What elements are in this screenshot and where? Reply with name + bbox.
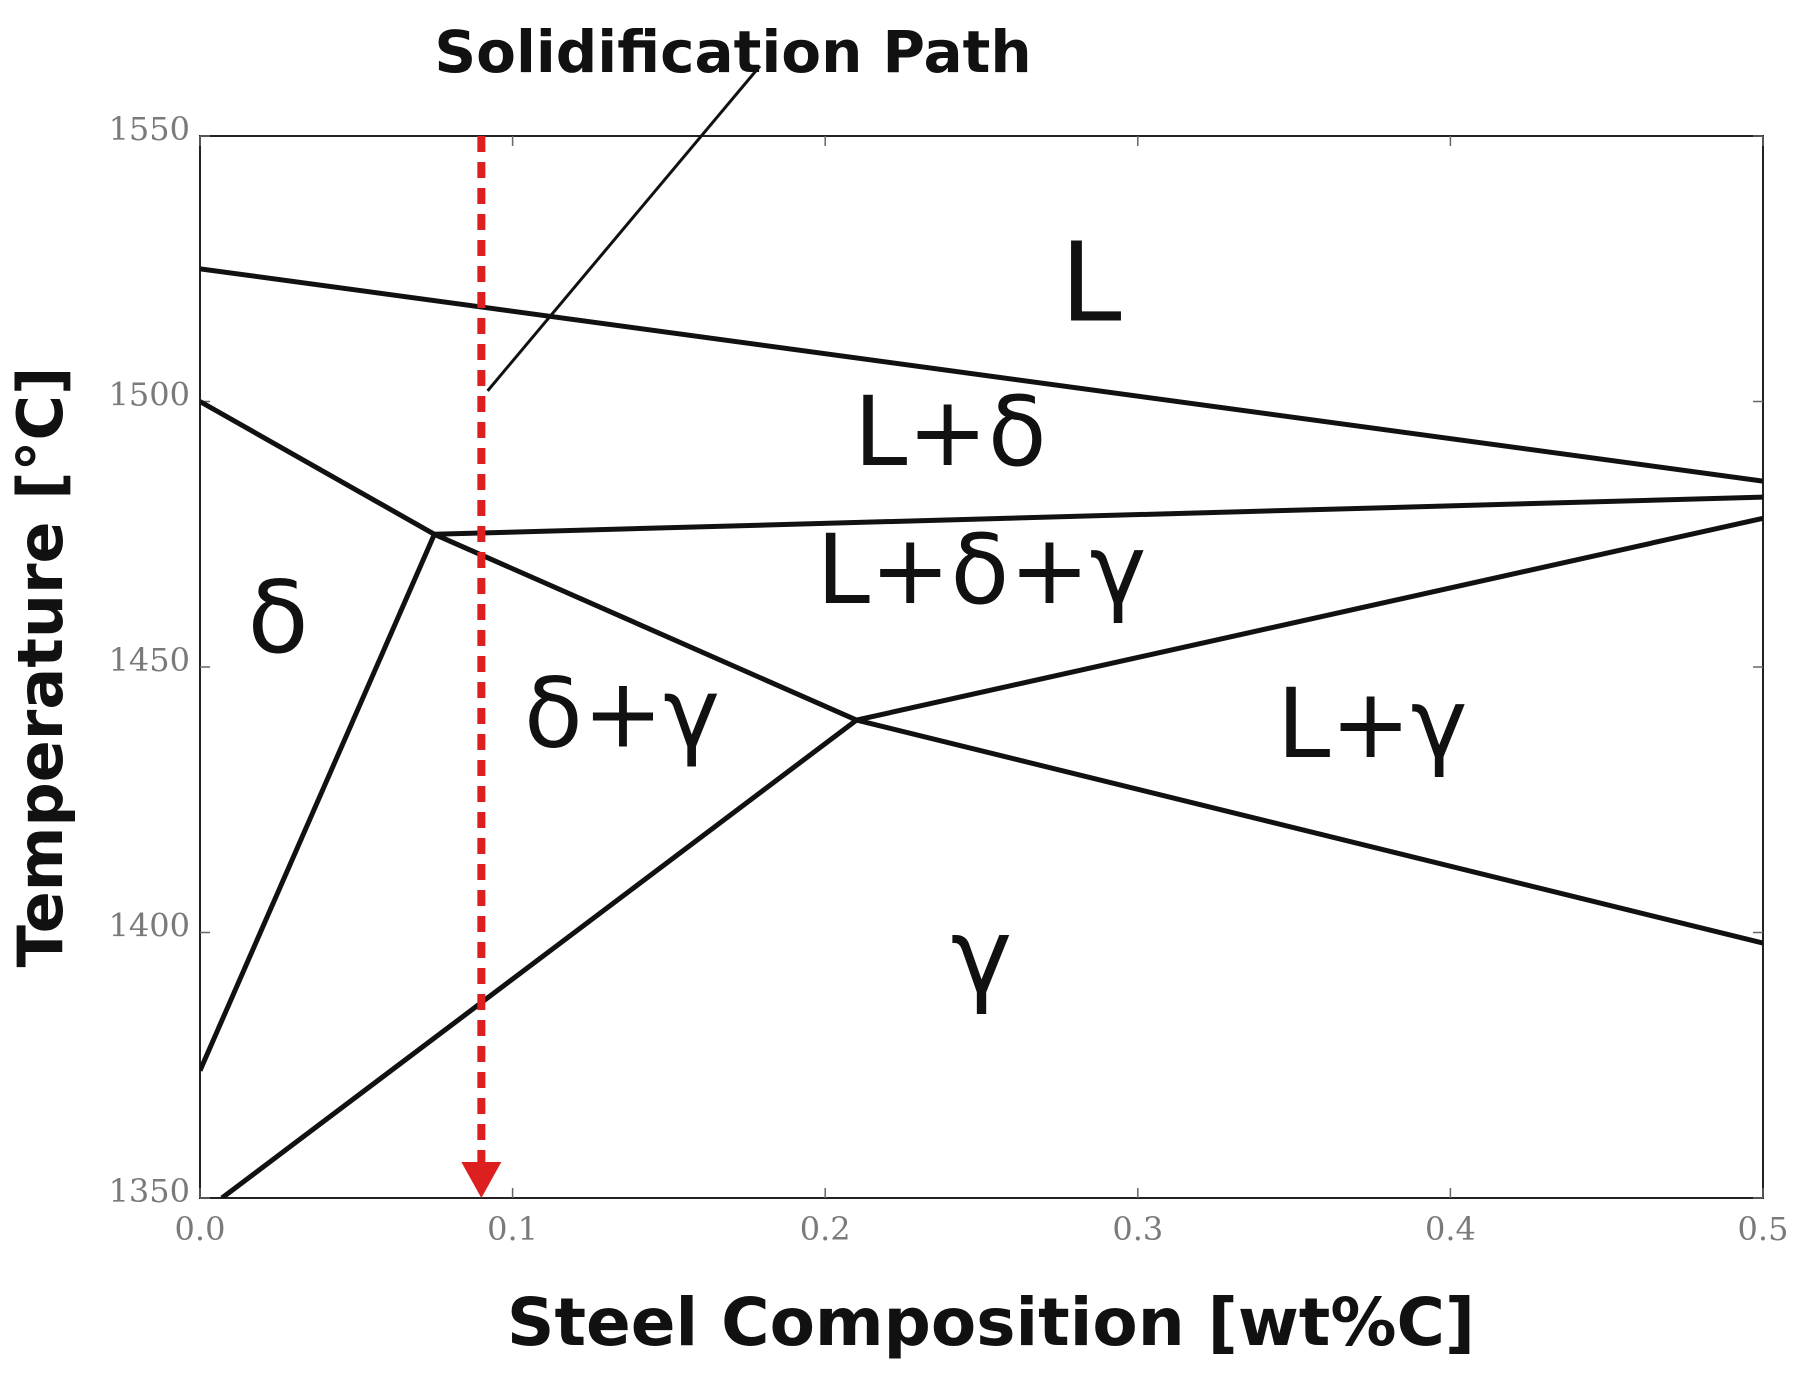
solidification-path-layer — [461, 65, 762, 1198]
phase-boundary-line — [200, 533, 437, 1072]
solidification-path-arrowhead — [461, 1162, 502, 1198]
annotation-pointer-line — [486, 65, 762, 392]
phase-region-labels: LL+δL+δ+γ δ δ+γ L+γ γ — [248, 218, 1468, 1017]
phase-region-label: δ+γ — [524, 657, 720, 769]
y-tick-label: 1550 — [109, 110, 190, 148]
phase-region-label: L+δ+γ — [817, 514, 1147, 626]
y-tick-label: 1350 — [109, 1172, 190, 1210]
x-tick-label: 0.2 — [800, 1210, 851, 1248]
phase-boundary-line — [220, 515, 1763, 1198]
y-tick-label: 1500 — [109, 376, 190, 414]
phase-region-label: L — [1060, 218, 1121, 346]
x-axis-title: Steel Composition [wt%C] — [507, 1284, 1475, 1361]
x-tick-label: 0.4 — [1425, 1210, 1476, 1248]
y-tick-label: 1450 — [109, 641, 190, 679]
phase-region-label: L+γ — [1277, 668, 1468, 780]
phase-boundary-line — [200, 266, 1763, 484]
phase-region-label: L+δ — [854, 376, 1047, 488]
phase-boundary-line — [200, 399, 1763, 946]
x-tick-label: 0.0 — [175, 1210, 226, 1248]
axis-ticks: 0.0 0.1 0.2 0.3 0.4 0.5 1350 1400 1450 1500 1550 — [109, 110, 1789, 1248]
x-tick-label: 0.1 — [487, 1210, 538, 1248]
phase-region-label: δ — [248, 559, 309, 676]
y-axis-title: Temperature [°C] — [4, 367, 77, 968]
x-tick-label: 0.5 — [1738, 1210, 1789, 1248]
phase-boundary-line — [434, 494, 1763, 537]
phase-region-label: γ — [951, 896, 1013, 1018]
phase-boundary-lines — [200, 266, 1763, 1198]
x-tick-label: 0.3 — [1112, 1210, 1163, 1248]
solidification-path-annotation: Solidification Path — [434, 18, 1031, 86]
y-tick-label: 1400 — [109, 907, 190, 945]
